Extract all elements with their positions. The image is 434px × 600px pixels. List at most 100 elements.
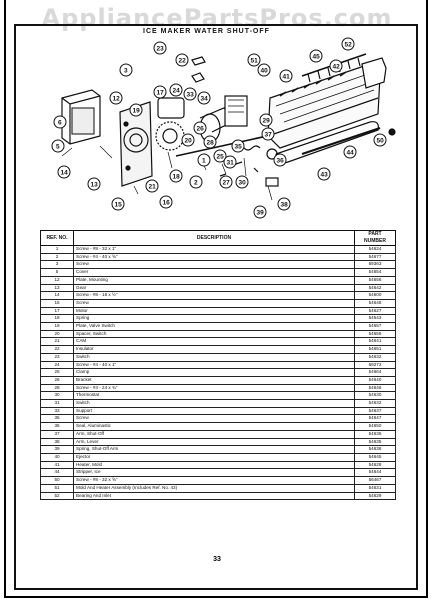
svg-text:22: 22 xyxy=(179,58,187,65)
svg-text:50: 50 xyxy=(377,138,385,145)
watermark: AppliancePartsPros.com xyxy=(41,4,393,32)
row-ref-no: 2 xyxy=(40,252,74,262)
callout-21: 21 xyxy=(145,179,159,193)
row-ref-no: 33 xyxy=(40,406,74,416)
row-description: Gear xyxy=(73,283,355,293)
row-ref-no: 18 xyxy=(40,314,74,324)
callout-23: 23 xyxy=(153,41,167,55)
callout-3: 3 xyxy=(119,63,133,77)
callout-44: 44 xyxy=(343,145,357,159)
row-description: Spacer, Switch xyxy=(73,329,355,339)
row-description: Support xyxy=(73,406,355,416)
row-description: Screw xyxy=(73,260,355,270)
row-ref-no: 37 xyxy=(40,429,74,439)
row-part-number: 56467 xyxy=(354,476,396,485)
callout-45: 45 xyxy=(309,49,323,63)
row-ref-no: 12 xyxy=(40,275,74,285)
svg-text:45: 45 xyxy=(313,54,321,61)
svg-text:21: 21 xyxy=(149,184,157,191)
parts-table-header: REF. NO. DESCRIPTION PART NUMBER xyxy=(40,230,396,246)
svg-text:12: 12 xyxy=(113,96,121,103)
row-part-number: 54627 xyxy=(354,306,396,316)
row-part-number: 54632 xyxy=(354,352,396,362)
row-description: Bearing And Inlet xyxy=(73,491,355,501)
svg-text:31: 31 xyxy=(227,160,235,167)
gear-shape xyxy=(155,121,185,151)
svg-text:35: 35 xyxy=(235,144,243,151)
callout-29: 29 xyxy=(259,113,273,127)
callout-6: 6 xyxy=(53,115,67,129)
callout-14: 14 xyxy=(57,165,71,179)
row-part-number: 54637 xyxy=(354,406,396,416)
row-ref-no: 5 xyxy=(40,268,74,277)
row-ref-no: 23 xyxy=(40,352,74,362)
row-ref-no: 21 xyxy=(40,337,74,347)
callout-36: 36 xyxy=(273,153,287,167)
callout-41: 41 xyxy=(279,69,293,83)
row-ref-no: 13 xyxy=(40,283,74,293)
callout-37: 37 xyxy=(261,127,275,141)
row-description: Screw - #4 - 40 x ⅝" xyxy=(73,252,355,262)
row-description: Insulator xyxy=(73,345,355,354)
row-part-number: 54648 xyxy=(354,298,396,308)
svg-text:2: 2 xyxy=(194,180,198,187)
svg-text:33: 33 xyxy=(187,92,195,99)
row-part-number: 54650 xyxy=(354,422,396,431)
callout-17: 17 xyxy=(153,85,167,99)
callout-43: 43 xyxy=(317,167,331,181)
page-number: 33 xyxy=(213,556,221,563)
row-description: Heater, Mold xyxy=(73,460,355,470)
row-part-number: 54651 xyxy=(354,345,396,354)
callout-26: 26 xyxy=(193,121,207,135)
callout-33: 33 xyxy=(183,87,197,101)
callout-39: 39 xyxy=(253,205,267,219)
row-ref-no: 40 xyxy=(40,453,74,462)
callout-52: 52 xyxy=(341,37,355,51)
callout-25: 25 xyxy=(213,149,227,163)
header-part-number: PART NUMBER xyxy=(354,230,396,246)
row-part-number: 54664 xyxy=(354,368,396,377)
callout-15: 15 xyxy=(111,197,125,211)
row-ref-no: 25 xyxy=(40,368,74,377)
header-description: DESCRIPTION xyxy=(73,230,355,246)
svg-text:39: 39 xyxy=(257,210,265,217)
row-description: Motor xyxy=(73,306,355,316)
row-part-number: 54543 xyxy=(354,314,396,324)
row-ref-no: 38 xyxy=(40,437,74,447)
callout-12: 12 xyxy=(109,91,123,105)
svg-text:24: 24 xyxy=(173,88,181,95)
callout-27: 27 xyxy=(219,175,233,189)
row-ref-no: 39 xyxy=(40,445,74,454)
page-border xyxy=(14,24,418,590)
row-description: CAM xyxy=(73,337,355,347)
row-part-number: 54600 xyxy=(354,291,396,300)
svg-text:52: 52 xyxy=(345,42,353,49)
row-part-number: 54646 xyxy=(354,383,396,393)
svg-text:17: 17 xyxy=(157,90,165,97)
row-ref-no: 19 xyxy=(40,322,74,331)
row-ref-no: 14 xyxy=(40,291,74,300)
row-part-number: 54640 xyxy=(354,375,396,385)
row-description: Plate, Mounting xyxy=(73,275,355,285)
callout-2: 2 xyxy=(189,175,203,189)
